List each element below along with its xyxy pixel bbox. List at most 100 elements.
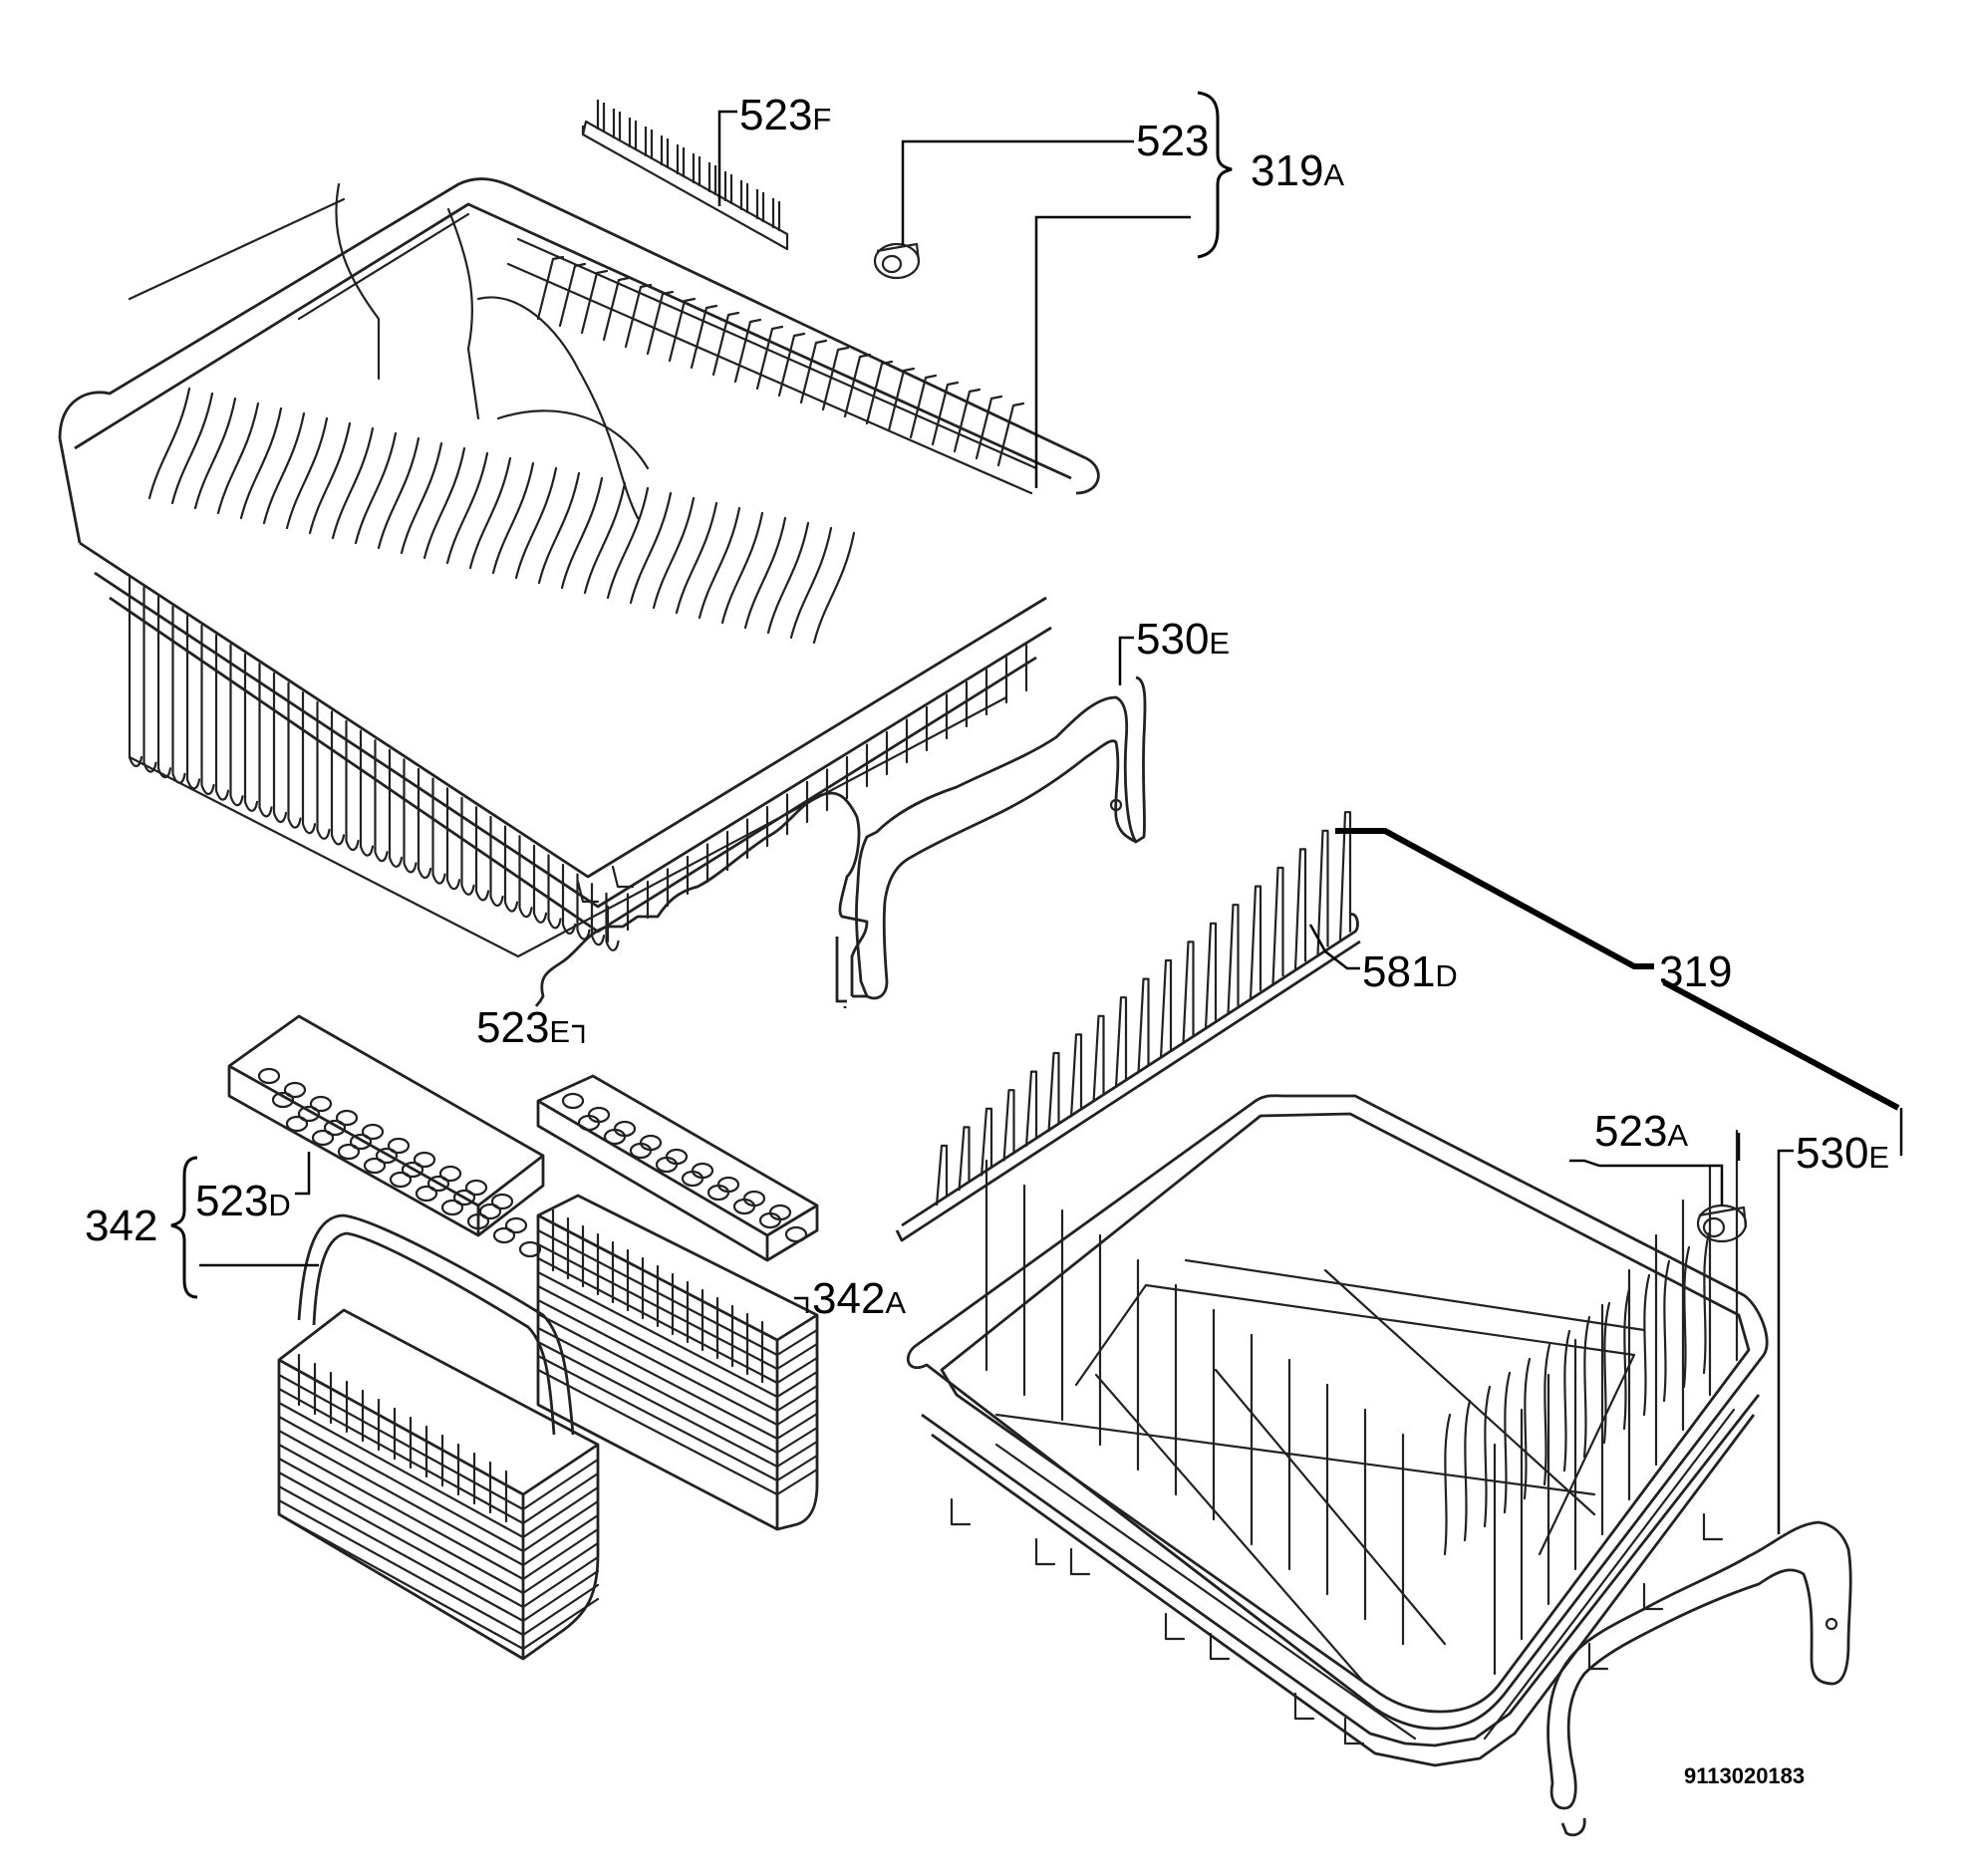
- rack-tine: [1159, 958, 1173, 1059]
- plate-tine: [675, 501, 718, 615]
- basket-ring: [536, 1270, 819, 1399]
- cup-tine: [887, 367, 916, 432]
- wire-bar: [403, 758, 418, 874]
- plate-tine: [308, 421, 352, 535]
- cup-tine: [909, 374, 938, 439]
- cup-tine: [668, 297, 697, 363]
- plate-tine: [239, 406, 283, 520]
- rack-tine: [1316, 829, 1329, 955]
- cup-tine: [602, 276, 631, 342]
- plate-tine: [812, 531, 856, 645]
- wire-bar: [301, 691, 317, 835]
- cup-rack-clip-523F: [581, 100, 789, 251]
- clip-tooth: [771, 198, 781, 231]
- basket-wheel-523: [873, 242, 921, 280]
- wire-bar: [156, 596, 172, 779]
- cover-hole: [426, 1175, 450, 1193]
- wire-bar: [171, 605, 186, 784]
- cup-tine: [865, 360, 894, 425]
- wire-bar: [388, 748, 404, 868]
- cover-hole: [283, 1081, 307, 1099]
- clip-tooth: [707, 162, 717, 195]
- cover-hole: [285, 1115, 309, 1133]
- rack-tine: [958, 1126, 971, 1192]
- plate-tine: [560, 476, 604, 590]
- cover-hole: [297, 1105, 321, 1123]
- plate-tine: [1702, 1231, 1711, 1375]
- wire-bar: [359, 729, 375, 857]
- rack-tine: [1047, 1051, 1060, 1133]
- plate-tine: [743, 516, 787, 630]
- cover-hole: [464, 1179, 488, 1197]
- wire-bar: [417, 767, 432, 880]
- plate-tine: [1602, 1301, 1611, 1445]
- cover-hole: [784, 1225, 808, 1243]
- clip-tooth: [676, 144, 686, 177]
- wire-bar: [532, 844, 548, 924]
- cover-hole: [311, 1129, 335, 1147]
- label-319A: 319A: [1251, 146, 1344, 195]
- cover-hole: [389, 1171, 413, 1189]
- cup-tine: [646, 290, 675, 356]
- cover-hole: [309, 1095, 333, 1113]
- plate-tine: [422, 446, 466, 560]
- wire-bar: [185, 615, 201, 790]
- label-523D: 523D: [195, 1177, 291, 1225]
- basket-ring: [277, 1457, 600, 1595]
- basket-foot: [1343, 1717, 1365, 1745]
- cup-tine: [733, 318, 762, 384]
- wire-bar: [460, 796, 475, 896]
- rack-tine: [1249, 885, 1263, 999]
- wire-bar: [374, 739, 389, 863]
- plate-tine: [789, 526, 833, 640]
- plate-tine: [766, 521, 810, 635]
- cover-hole: [478, 1203, 502, 1220]
- cup-tine: [975, 395, 1003, 460]
- cover-hole: [518, 1240, 542, 1258]
- plate-tine: [1503, 1371, 1512, 1514]
- basket-ring: [277, 1484, 600, 1623]
- wire-bar: [445, 787, 461, 891]
- cover-hole: [732, 1198, 756, 1215]
- clip-tooth: [739, 180, 749, 213]
- cover-hole: [577, 1114, 601, 1132]
- label-342A: 342A: [812, 1274, 906, 1323]
- plate-tine: [606, 486, 650, 600]
- cup-tine: [931, 381, 960, 446]
- plate-tine: [698, 506, 741, 620]
- plate-tine: [445, 451, 489, 565]
- cover-hole: [504, 1216, 528, 1234]
- label-523A: 523A: [1594, 1107, 1688, 1156]
- plate-tine: [262, 411, 306, 525]
- cover-hole: [349, 1133, 373, 1151]
- wire-bar: [561, 863, 577, 936]
- basket-ring: [277, 1443, 600, 1581]
- plate-tine: [1622, 1287, 1631, 1431]
- basket-ring: [536, 1354, 819, 1482]
- basket-ring: [536, 1368, 819, 1496]
- cup-tine: [821, 346, 850, 411]
- cover-hole: [440, 1199, 464, 1216]
- cup-tine: [536, 255, 565, 321]
- rack-tine: [1271, 866, 1284, 985]
- basket-foot: [950, 1497, 972, 1526]
- cup-tine: [711, 311, 740, 377]
- basket-ring: [277, 1429, 600, 1567]
- wire-bar: [316, 700, 331, 840]
- brace-342: [170, 1156, 198, 1299]
- plate-tine: [1543, 1343, 1551, 1486]
- basket-rail-530E-upper: [534, 675, 1147, 1008]
- basket-foot: [1164, 1612, 1186, 1641]
- rack-tine: [1114, 996, 1128, 1088]
- cup-tine: [799, 339, 828, 404]
- cover-hole: [452, 1189, 476, 1206]
- cover-hole: [271, 1091, 295, 1109]
- clip-tooth: [692, 153, 701, 186]
- wire-bar: [605, 892, 620, 951]
- rack-tine: [1137, 977, 1150, 1073]
- wire-bar: [576, 873, 591, 940]
- rack-tine: [1227, 904, 1240, 1014]
- wire-bar: [272, 671, 288, 824]
- cover-hole: [466, 1212, 490, 1230]
- clip-tooth: [612, 109, 622, 141]
